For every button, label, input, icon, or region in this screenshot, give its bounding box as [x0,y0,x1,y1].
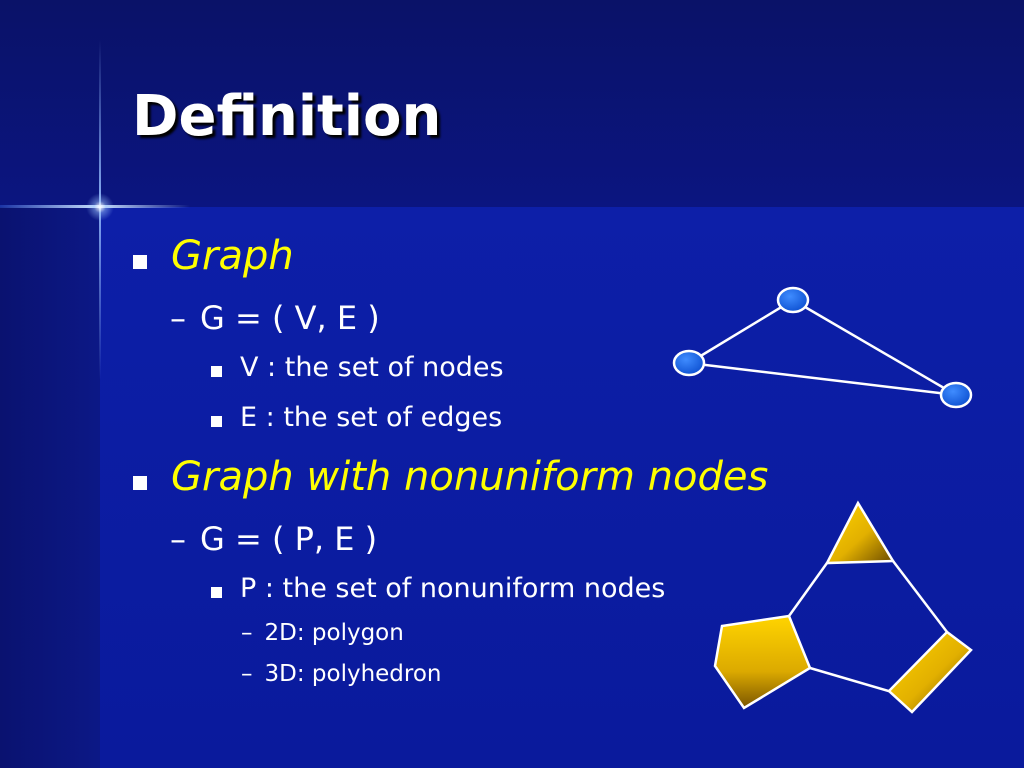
graph-node [939,381,973,409]
bullet-square-icon [133,255,147,269]
list-item-nonuniform-nodes: P : the set of nonuniform nodes [240,573,666,604]
header-background [0,0,1024,207]
formula-text: G = ( P, E ) [200,520,378,558]
rectangle-node [887,630,973,714]
sparkle-icon [86,193,114,221]
dash-glyph: – [241,620,253,646]
bullet-square-icon [211,366,222,377]
sub-item-text: 2D: polygon [264,620,404,646]
bullet-heading-nonuniform: Graph with nonuniform nodes [171,454,769,500]
sub-item-2d: –2D: polygon [241,620,404,646]
formula-graph: –G = ( V, E ) [170,299,380,337]
bullet-square-icon [133,476,147,490]
sub-item-3d: –3D: polyhedron [241,661,442,687]
triangle-node [824,500,896,565]
slide-title: Definition [132,84,442,149]
dash-glyph: – [241,661,253,687]
graph-edge [809,666,893,694]
formula-text: G = ( V, E ) [200,299,380,337]
nonuniform-graph [713,500,973,714]
graph-edge [787,562,829,617]
graph-edge [688,361,957,397]
content-background [100,207,1024,768]
simple-graph [672,286,973,409]
graph-edge [688,298,794,365]
left-band-background [0,207,100,768]
list-item-nodes: V : the set of nodes [240,352,504,383]
dash-glyph: – [170,299,186,337]
formula-nonuniform: –G = ( P, E ) [170,520,377,558]
list-item-edges: E : the set of edges [240,402,503,433]
graph-edge [792,298,957,397]
bullet-heading-graph: Graph [171,233,294,279]
graph-edge [892,560,948,633]
pentagon-node [713,614,812,710]
graph-node [776,286,810,314]
bullet-square-icon [211,416,222,427]
bullet-square-icon [211,587,222,598]
sub-item-text: 3D: polyhedron [264,661,442,687]
graph-node [672,349,706,377]
dash-glyph: – [170,520,186,558]
